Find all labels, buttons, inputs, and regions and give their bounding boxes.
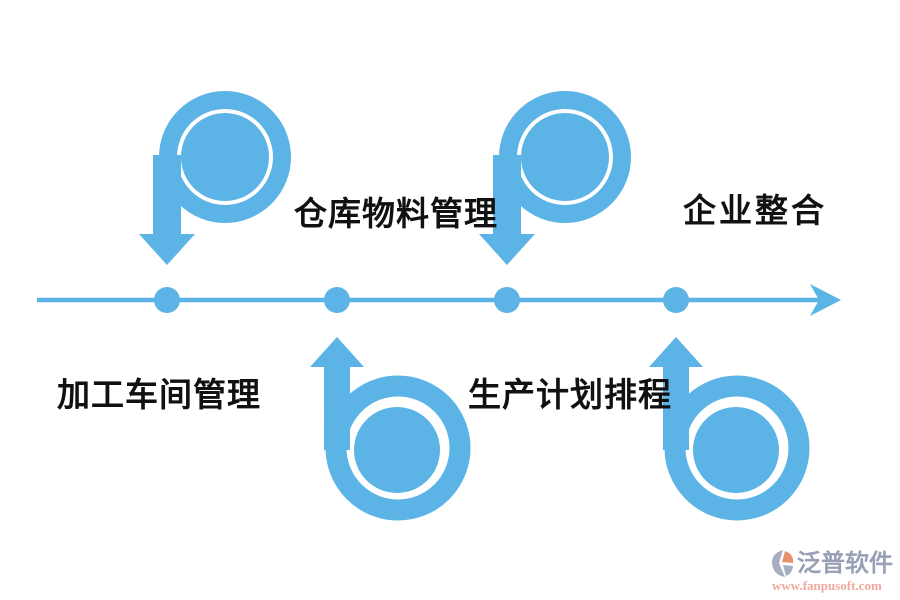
watermark-brand-text: 泛普软件 (797, 549, 893, 577)
milestone-label-production-planning: 生产计划排程 (468, 376, 672, 413)
timeline-dot-icon (663, 287, 689, 313)
timeline-dot-icon (154, 287, 180, 313)
p-loop-arrow-down-icon (479, 100, 622, 265)
timeline-dot-icon (324, 287, 350, 313)
timeline-dot-icon (494, 287, 520, 313)
right-arrowhead-icon (810, 284, 841, 316)
b-loop-arrow-up-icon (649, 337, 799, 510)
p-loop-arrow-down-icon (139, 100, 282, 265)
milestone-label-warehouse-material: 仓库物料管理 (294, 195, 498, 232)
watermark: 泛普软件 www.fanpusoft.com (770, 549, 900, 592)
milestone-label-machining-workshop: 加工车间管理 (57, 376, 261, 413)
fanpusoft-logo-icon (772, 550, 794, 577)
watermark-url-text: www.fanpusoft.com (772, 578, 882, 593)
milestone-label-enterprise-integration: 企业整合 (683, 192, 827, 229)
b-loop-arrow-up-icon (310, 337, 460, 510)
